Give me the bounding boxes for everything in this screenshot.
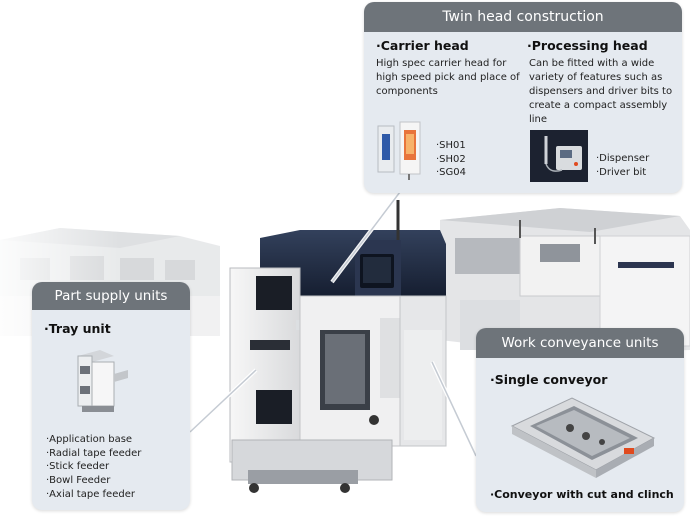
list-item: ·Application base <box>46 434 133 445</box>
carrier-head-image <box>377 121 421 180</box>
background-machines-right <box>440 208 690 354</box>
list-item: ·Bowl Feeder <box>46 475 111 487</box>
list-item: ·Driver bit <box>596 166 647 178</box>
part-supply-title: Part supply units <box>32 282 190 310</box>
tray-unit-heading: ·Tray unit <box>44 321 111 336</box>
list-item: ·SH01 <box>436 140 466 151</box>
central-machine <box>229 200 447 493</box>
conveyor-image <box>510 397 656 478</box>
work-conveyance-panel: Work conveyance units ·Single conveyor ·… <box>476 328 684 512</box>
carrier-head-description: High spec carrier head for high speed pi… <box>376 58 520 97</box>
carrier-head-list: ·SH01 ·SH02 ·SG04 <box>436 139 466 180</box>
twin-head-title: Twin head construction <box>364 2 682 32</box>
twin-head-panel: Twin head construction ·Carrier head Hig… <box>364 2 682 193</box>
processing-head-list: ·Dispenser ·Driver bit <box>596 152 649 179</box>
processing-head-heading: ·Processing head <box>527 38 648 53</box>
list-item: ·Radial tape feeder <box>46 447 142 459</box>
list-item: ·SG04 <box>436 167 466 179</box>
part-supply-list: ·Application base ·Radial tape feeder ·S… <box>46 433 141 502</box>
work-conveyance-title: Work conveyance units <box>476 328 684 358</box>
list-item: ·Dispenser <box>596 153 650 164</box>
single-conveyor-heading: ·Single conveyor <box>490 372 608 387</box>
tray-unit-image <box>77 350 128 412</box>
carrier-head-heading: ·Carrier head <box>376 38 469 53</box>
processing-head-description: Can be fitted with a wide variety of fea… <box>529 58 673 125</box>
dispenser-image <box>530 130 588 182</box>
list-item: ·Stick feeder <box>46 461 110 473</box>
list-item: ·Axial tape feeder <box>46 488 135 500</box>
part-supply-panel: Part supply units ·Tray unit ·Applicatio… <box>32 282 190 510</box>
list-item: ·SH02 <box>436 153 466 165</box>
conveyor-cut-clinch-label: ·Conveyor with cut and clinch <box>490 488 674 501</box>
